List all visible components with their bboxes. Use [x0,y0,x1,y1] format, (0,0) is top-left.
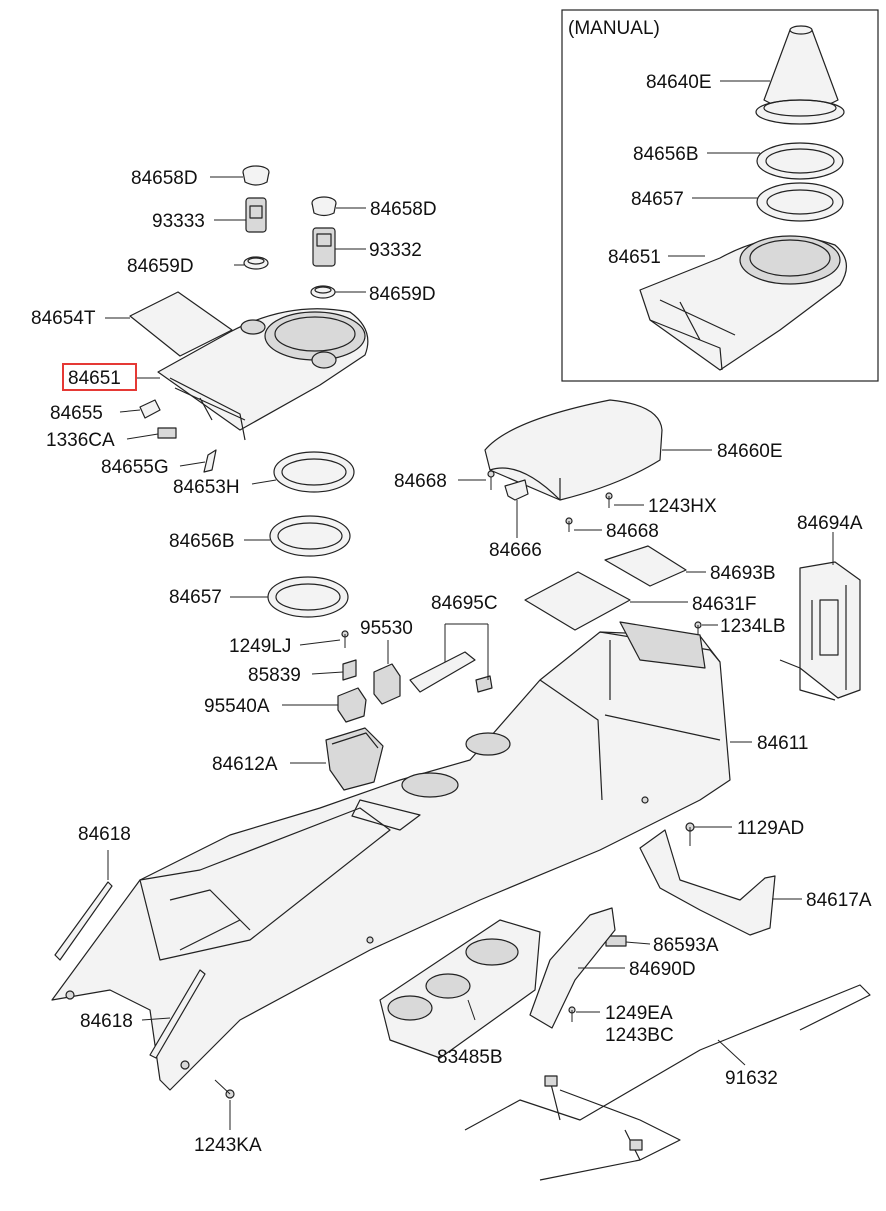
label-84640E: 84640E [646,72,712,93]
part-84690D-bracket [529,907,616,1029]
part-84653H-ring [273,451,355,493]
part-95530-socket [373,663,401,705]
part-93332-switch [312,227,336,267]
label-1249EA: 1249EA [605,1003,673,1024]
label-84657: 84657 [169,587,222,608]
labels: 84658D 93333 84659D 84658D 93332 84659D … [31,168,872,1156]
label-85839: 85839 [248,665,301,686]
label-84631F: 84631F [692,594,756,615]
highlight-box-84651 [62,363,137,391]
manual-inset: (MANUAL) 84640E [561,9,879,382]
part-84657-ring-manual [756,182,844,222]
manual-inset-frame [561,9,879,382]
part-84659D-ring-a [243,256,269,270]
part-84651-console-cover [157,308,369,441]
label-84668-b: 84668 [606,521,659,542]
label-1234LB: 1234LB [720,616,786,637]
part-84660E-armrest [484,399,663,501]
part-85839-cover [342,659,357,681]
label-84618-b: 84618 [80,1011,133,1032]
part-84659D-ring-b [310,285,336,299]
label-84690D: 84690D [629,959,696,980]
label-1129AD: 1129AD [737,818,804,839]
label-1249LJ: 1249LJ [229,636,291,657]
label-84658D-b: 84658D [370,199,437,220]
label-84653H: 84653H [173,477,240,498]
label-95530: 95530 [360,618,413,639]
label-84659D-a: 84659D [127,256,194,277]
label-84656B-manual: 84656B [633,144,699,165]
part-84668-screw-b [565,517,573,532]
part-1243KA-screw [214,1079,235,1099]
label-84666: 84666 [489,540,542,561]
label-84655G: 84655G [101,457,169,478]
part-84651-cover-manual [639,235,847,371]
part-84618-strip-b [149,969,206,1059]
label-84658D-a: 84658D [131,168,198,189]
inset-leader-lines [668,80,770,257]
part-1249LJ-screw [341,630,349,648]
part-84658D-cap-b [311,196,337,217]
manual-inset-title: (MANUAL) [568,18,660,39]
label-86593A: 86593A [653,935,719,956]
part-84612A-tray [325,727,384,791]
part-1249EA-screw [568,1006,576,1022]
part-84657-ring [267,576,349,618]
label-84654T: 84654T [31,308,96,329]
part-84668-screw-a [487,470,495,490]
part-84631F-mat [524,571,631,631]
label-1243BC: 1243BC [605,1025,674,1046]
part-84666-latch [504,479,529,501]
part-84654T-mat [129,291,233,357]
part-93333-switch [245,197,267,233]
label-84655: 84655 [50,403,103,424]
part-1129AD-bolt [685,822,695,846]
label-84656B: 84656B [169,531,235,552]
part-1243HX-screw [605,492,613,508]
part-84611-main-console [51,621,731,1091]
label-93333: 93333 [152,211,205,232]
label-84693B: 84693B [710,563,776,584]
label-84651: 84651 [68,368,121,389]
label-84695C: 84695C [431,593,498,614]
label-84660E: 84660E [717,441,783,462]
label-84618-a: 84618 [78,824,131,845]
part-84656B-ring [269,515,351,557]
leader-lines [105,176,834,1130]
part-91632-cable [464,984,871,1181]
label-84668-a: 84668 [394,471,447,492]
part-84693B-lid [604,545,687,587]
label-91632: 91632 [725,1068,778,1089]
label-84651-manual: 84651 [608,247,661,268]
part-95540A-socket [337,687,367,723]
label-83485B: 83485B [437,1047,503,1068]
label-84617A: 84617A [806,890,872,911]
label-84612A: 84612A [212,754,278,775]
part-84694A-bracket [779,561,861,701]
label-95540A: 95540A [204,696,270,717]
label-1243HX: 1243HX [648,496,717,517]
part-84695C-trim [409,651,493,693]
part-84618-strip-a [54,881,113,961]
part-84655-clip [139,399,161,419]
label-84611: 84611 [757,733,808,754]
part-84640E-shift-boot [755,25,845,125]
part-84655G-clip [203,449,217,473]
label-93332: 93332 [369,240,422,261]
part-1336CA-bracket [157,427,177,439]
label-1243KA: 1243KA [194,1135,262,1156]
label-84659D-b: 84659D [369,284,436,305]
label-84657-manual: 84657 [631,189,684,210]
label-84694A: 84694A [797,513,863,534]
part-83485B-cup-holder [379,919,541,1059]
part-84658D-cap-a [242,165,270,186]
part-84656B-ring-manual [756,142,844,180]
label-1336CA: 1336CA [46,430,115,451]
part-84617A-bracket [639,829,776,936]
